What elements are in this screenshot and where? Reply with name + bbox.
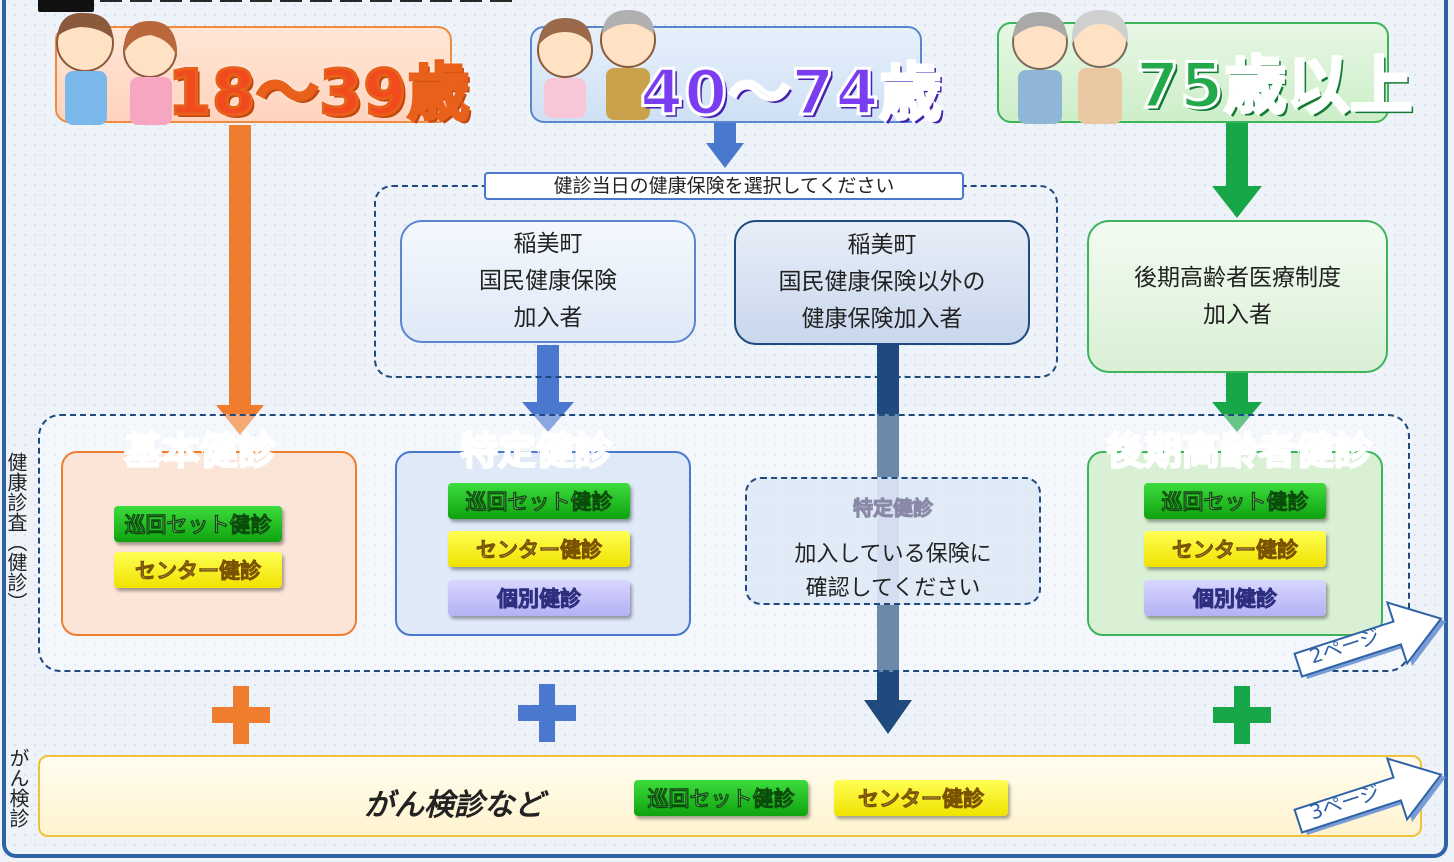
national-line-1: 稲美町 <box>513 231 583 257</box>
other-line-3: 健康保険加入者 <box>801 306 963 332</box>
cancer-center-checkup: センター健診 <box>834 780 1008 816</box>
elderly-individual-checkup: 個別健診 <box>1144 580 1326 616</box>
header-fragment <box>38 0 94 12</box>
page-ref-arrow-3[interactable] <box>1286 748 1452 843</box>
age-box-young <box>55 26 452 123</box>
elderly-couple-illustration <box>1012 10 1129 124</box>
arrow-green-mid-shaft <box>1226 372 1248 407</box>
cancer-side-label: がん検診 <box>6 748 30 828</box>
specific-center-checkup: センター健診 <box>448 531 630 567</box>
cancer-screening-title: がん検診など <box>364 788 544 823</box>
arrow-blue-top-head <box>706 143 744 168</box>
middle-couple-illustration <box>537 10 656 120</box>
specific-checkup-title: 特定健診 <box>459 429 613 473</box>
national-line-2: 国民健康保険 <box>479 268 617 294</box>
other-checkup-title: 特定健診 <box>853 496 934 521</box>
basic-checkup-panel <box>61 451 357 636</box>
other-checkup-line-2: 確認してください <box>805 576 981 601</box>
cancer-patrol-checkup: 巡回セット健診 <box>634 780 808 816</box>
arrow-blue-mid-head <box>522 402 574 432</box>
arrow-blue-top-shaft <box>714 123 736 145</box>
arrow-navy-head <box>864 700 912 734</box>
elderly-line-2: 加入者 <box>1203 301 1272 328</box>
basic-patrol-checkup: 巡回セット健診 <box>114 506 282 542</box>
arrow-orange-head <box>216 405 264 435</box>
plus-icon-blue <box>518 684 576 742</box>
age-label-old: 75歳以上 <box>1134 49 1414 122</box>
young-couple-illustration <box>56 12 178 125</box>
page-ref-arrow-2[interactable] <box>1286 592 1452 687</box>
plus-icon-orange <box>212 686 270 744</box>
elderly-patrol-checkup: 巡回セット健診 <box>1144 483 1326 519</box>
header-fragment-text <box>100 0 520 2</box>
arrow-orange-shaft <box>229 125 251 410</box>
specific-patrol-checkup: 巡回セット健診 <box>448 483 630 519</box>
national-insurance-box: 稲美町 国民健康保険 加入者 <box>400 220 696 343</box>
national-line-3: 加入者 <box>513 305 583 331</box>
elderly-insurance-box: 後期高齢者医療制度 加入者 <box>1087 220 1388 373</box>
arrow-green-top-shaft <box>1226 123 1248 190</box>
other-insurance-box: 稲美町 国民健康保険以外の 健康保険加入者 <box>734 220 1030 345</box>
arrow-green-top-head <box>1212 186 1262 218</box>
elderly-line-1: 後期高齢者医療制度 <box>1134 264 1341 291</box>
other-line-2: 国民健康保険以外の <box>778 269 986 295</box>
other-checkup-panel <box>745 477 1041 605</box>
arrow-green-mid-head <box>1212 402 1262 432</box>
other-line-1: 稲美町 <box>847 232 917 258</box>
other-checkup-line-1: 加入している保険に <box>794 542 992 567</box>
select-insurance-prompt: 健診当日の健康保険を選択してください <box>484 172 964 200</box>
checkup-side-label: 健康診査（健診） <box>4 452 28 612</box>
basic-checkup-title: 基本健診 <box>123 429 277 473</box>
age-label-young: 18〜39歳 <box>167 56 472 129</box>
basic-center-checkup: センター健診 <box>114 552 282 588</box>
plus-icon-green <box>1213 686 1271 744</box>
age-box-middle <box>530 26 922 123</box>
elderly-checkup-title: 後期高齢者健診 <box>1105 429 1373 473</box>
elderly-center-checkup: センター健診 <box>1144 531 1326 567</box>
age-label-middle: 40〜74歳 <box>639 56 944 129</box>
specific-individual-checkup: 個別健診 <box>448 580 630 616</box>
